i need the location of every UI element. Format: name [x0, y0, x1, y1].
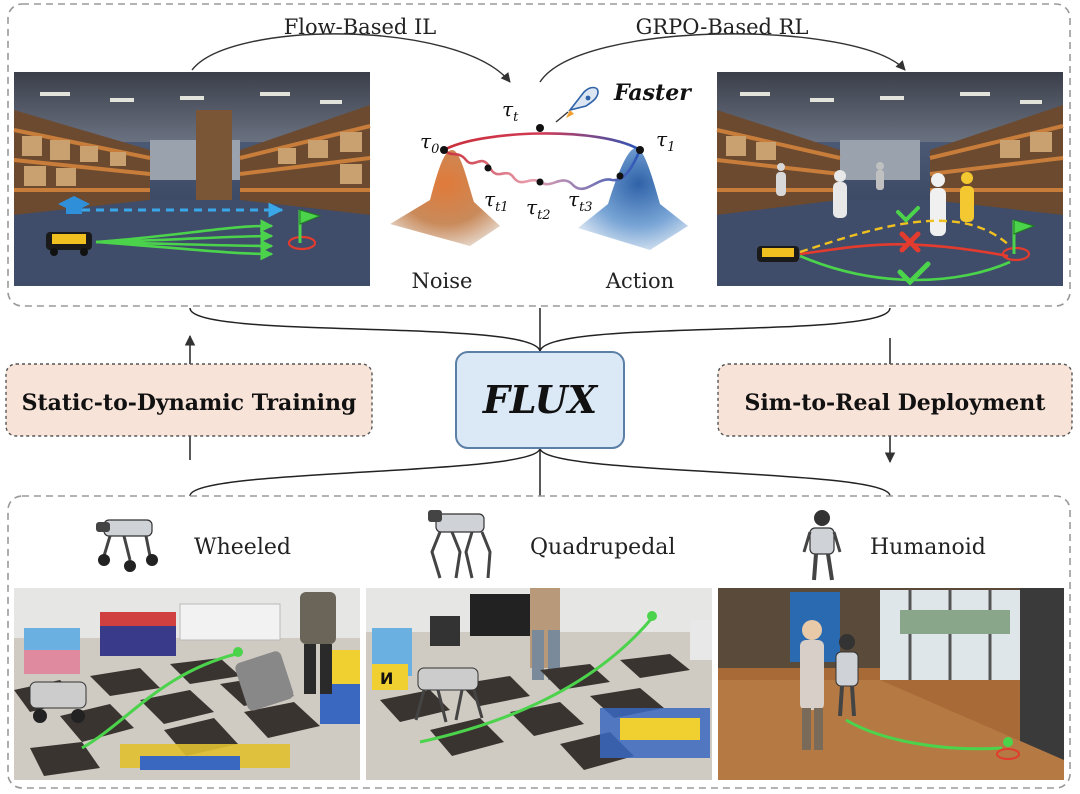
static-to-dynamic-training-label: Static-to-Dynamic Training	[22, 390, 357, 416]
svg-text:τ1: τ1	[656, 127, 675, 155]
tau-1-sub: 1	[667, 140, 675, 155]
wheeled-robot-icon	[96, 519, 158, 572]
right-warehouse-image	[716, 72, 1064, 286]
straight-flow-arc	[443, 132, 641, 152]
wheeled-robot-car-icon	[46, 232, 92, 256]
flow-diagram: Faster τ0 τt τ1 τt1 τt2 τt3 Noise Action	[390, 80, 692, 293]
svg-text:τt1: τt1	[484, 187, 509, 215]
tau-t3-sub: t3	[579, 200, 593, 215]
svg-text:τt: τt	[502, 97, 519, 125]
robot-label-wheeled: Wheeled	[194, 535, 291, 560]
sim-to-real-deployment-box	[717, 363, 1073, 437]
svg-text:τ0: τ0	[420, 129, 439, 157]
rl-arrow	[539, 33, 906, 83]
tau-t2-label: τ	[526, 195, 538, 219]
tau-t-label: τ	[502, 97, 514, 121]
noise-label: Noise	[412, 269, 473, 293]
quadrupedal-robot-photo: И	[366, 588, 712, 780]
goal-flag-icon	[287, 209, 322, 251]
check-mark-icon-small	[896, 206, 920, 223]
tau-t2-sub: t2	[537, 208, 551, 223]
sim-to-real-deployment-label: Sim-to-Real Deployment	[745, 390, 1047, 416]
wavy-flow-path	[443, 149, 642, 191]
robot-label-humanoid: Humanoid	[870, 535, 986, 560]
flux-title: FLUX	[482, 377, 599, 422]
humanoid-robot-icon	[802, 510, 842, 581]
tau-t1-sub: t1	[495, 200, 509, 215]
left-warehouse-image	[13, 72, 371, 286]
pedestrians	[776, 162, 974, 236]
action-label: Action	[605, 269, 674, 293]
svg-text:τt2: τt2	[526, 195, 551, 223]
wheeled-robot-photo	[14, 588, 360, 780]
wheeled-robot-car-icon-right	[757, 246, 799, 262]
graduation-cap-icon	[58, 196, 90, 214]
tau-0-label: τ	[420, 129, 432, 153]
bottom-panel-border	[7, 495, 1071, 789]
connector-lines	[189, 307, 891, 497]
tau-1-label: τ	[656, 127, 668, 151]
tau-t-sub: t	[513, 110, 519, 125]
robot-label-quadrupedal: Quadrupedal	[530, 535, 675, 560]
tau-t3-label: τ	[568, 187, 580, 211]
noise-distribution	[390, 150, 500, 246]
svg-text:τt3: τt3	[568, 187, 593, 215]
top-panel-border	[7, 3, 1071, 307]
rocket-icon	[555, 86, 599, 123]
humanoid-robot-photo	[718, 588, 1064, 780]
quadrupedal-robot-icon	[428, 510, 492, 579]
svg-text:И: И	[380, 669, 393, 688]
check-mark-icon	[897, 261, 931, 286]
action-distribution	[578, 148, 688, 250]
cross-mark-icon	[899, 231, 921, 253]
tau-0-sub: 0	[431, 142, 439, 157]
static-to-dynamic-training-box	[5, 363, 373, 437]
faster-label: Faster	[613, 80, 692, 106]
flux-box	[455, 351, 625, 449]
tau-t1-label: τ	[484, 187, 496, 211]
flow-based-il-label: Flow-Based IL	[284, 15, 437, 39]
il-arrow	[191, 33, 511, 83]
goal-flag-icon-right	[1001, 219, 1036, 262]
